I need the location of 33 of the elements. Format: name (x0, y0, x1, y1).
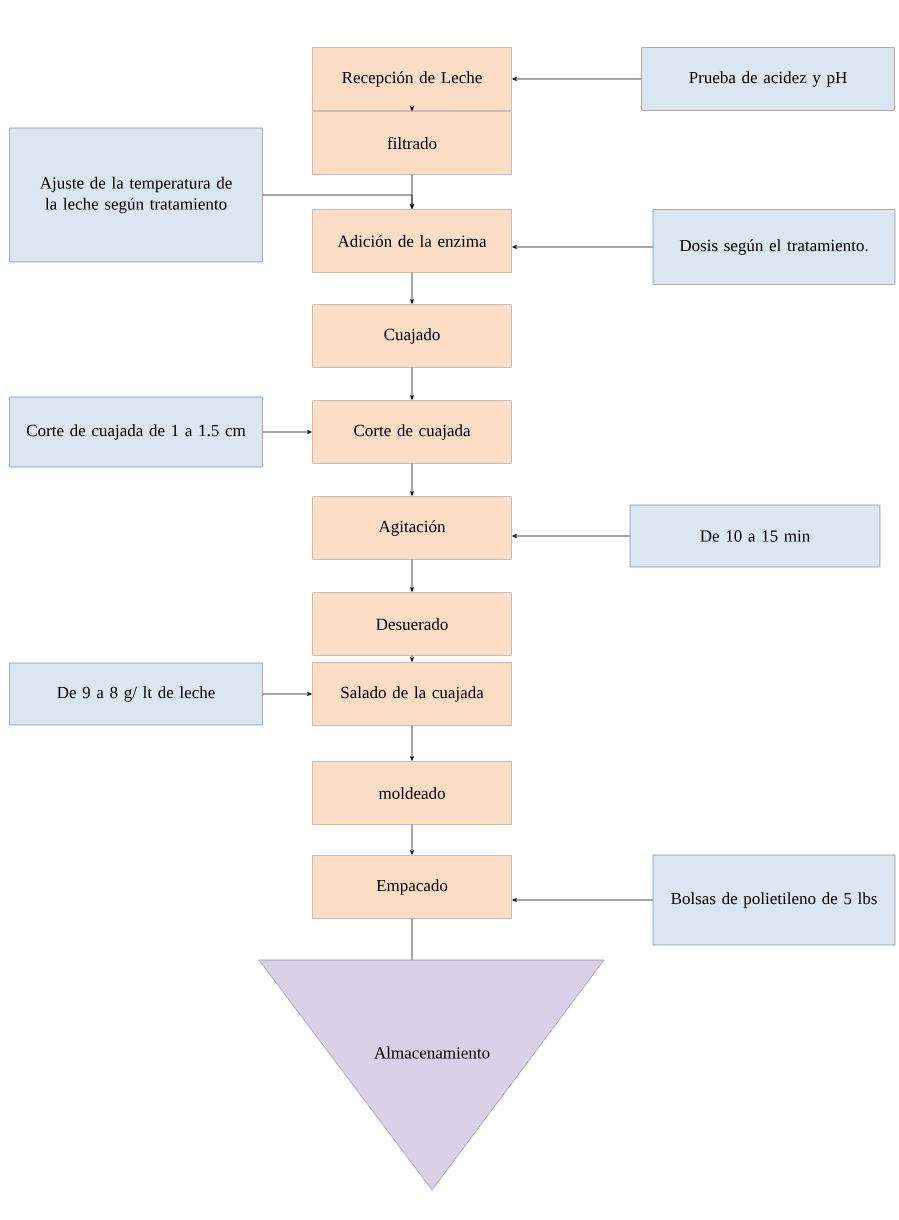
arrow (409, 463, 415, 496)
arrow (262, 691, 312, 697)
process-box: Empacado (312, 855, 512, 919)
arrow (512, 533, 631, 539)
note-box: Ajuste de la temperatura de la leche según tratamiento (9, 127, 263, 263)
note-box: De 10 a 15 min (629, 504, 881, 568)
arrow (409, 725, 415, 761)
process-box: Cuajado (312, 304, 512, 368)
arrow (512, 897, 654, 903)
process-box: Salado de la cuajada (312, 662, 512, 726)
arrow (262, 194, 415, 209)
process-box: filtrado (312, 111, 512, 175)
arrow (262, 429, 312, 435)
note-box: Prueba de acidez y pH (641, 47, 895, 111)
process-box: Adición de la enzima (312, 209, 512, 273)
arrow (409, 824, 415, 855)
arrow (409, 106, 415, 112)
arrow (409, 655, 415, 662)
arrow (512, 76, 642, 82)
note-box: Bolsas de polietileno de 5 lbs (652, 854, 896, 946)
arrow (409, 272, 415, 304)
process-box: Agitación (312, 496, 512, 560)
storage-triangle: Almacenamiento (258, 959, 605, 1191)
arrow (409, 367, 415, 400)
note-box: Dosis según el tratamiento. (652, 209, 896, 285)
note-box: De 9 a 8 g/ lt de leche (9, 662, 263, 726)
process-box: Corte de cuajada (312, 400, 512, 464)
process-box: Recepción de Leche (312, 47, 512, 111)
arrow (409, 559, 415, 592)
process-box: moldeado (312, 761, 512, 825)
note-box: Corte de cuajada de 1 a 1.5 cm (9, 396, 263, 468)
process-box: Desuerado (312, 592, 512, 656)
arrow (512, 244, 654, 250)
